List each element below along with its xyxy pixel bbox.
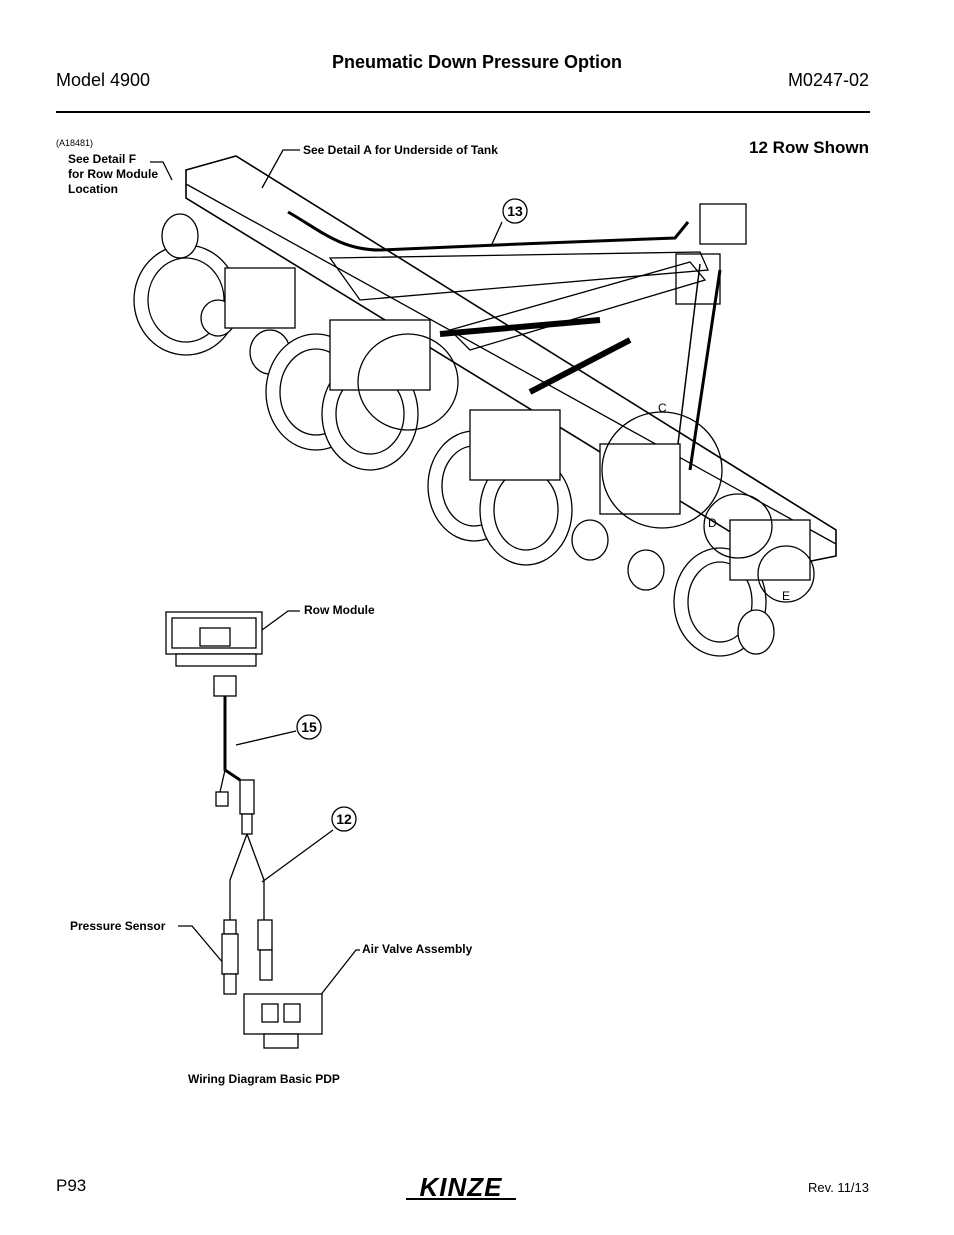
revision-label: Rev. 11/13 [808, 1180, 869, 1195]
detail-letter-d: D [708, 516, 717, 530]
pressure-sensor-unit [221, 919, 239, 995]
row-unit-1 [133, 213, 239, 356]
row-module-label: Row Module [304, 603, 375, 617]
row-unit-6 [673, 519, 811, 657]
detail-circle-d [703, 493, 773, 559]
row-module-unit [165, 611, 263, 667]
wiring-diagram [165, 611, 323, 1049]
row-shown-label: 12 Row Shown [749, 138, 869, 157]
callout-13: 13 [507, 203, 523, 219]
detail-letter-e: E [782, 589, 791, 603]
detail-circle-c [601, 411, 723, 529]
harness-connector [213, 675, 237, 697]
callout-12: 12 [336, 811, 352, 827]
header-rule [56, 111, 870, 113]
detail-circle-b [357, 333, 459, 431]
row-unit-4 [427, 409, 573, 566]
harness-plug [215, 791, 229, 807]
document-number: M0247-02 [787, 70, 869, 90]
svg-text:KINZE: KINZE [420, 1172, 503, 1202]
detail-a-label: See Detail A for Underside of Tank [303, 143, 498, 157]
model-label: Model 4900 [56, 70, 151, 90]
detail-f-line1: See Detail F [68, 152, 137, 166]
page-number: P93 [56, 1176, 87, 1195]
wiring-diagram-caption: Wiring Diagram Basic PDP [188, 1072, 340, 1086]
row-unit-5 [571, 443, 681, 591]
harness-y-connector [239, 779, 255, 815]
row-unit-3 [265, 319, 431, 471]
callout-12-circle [331, 806, 357, 832]
pressure-sensor-label: Pressure Sensor [70, 919, 166, 933]
callout-15: 15 [301, 719, 317, 735]
air-valve-assembly-label: Air Valve Assembly [362, 942, 473, 956]
air-valve-unit [243, 919, 323, 1049]
figure-id: (A18481) [56, 138, 94, 148]
callout-13-circle [502, 198, 528, 224]
detail-f-line3: Location [68, 182, 118, 196]
kinze-logo: KINZE [406, 1172, 516, 1202]
section-title: Pneumatic Down Pressure Option [331, 52, 623, 72]
detail-f-line2: for Row Module [68, 167, 158, 181]
detail-letter-c: C [658, 401, 667, 415]
detail-f-label: See Detail F for Row Module Location [68, 152, 158, 197]
detail-circle-e [757, 545, 815, 603]
callout-15-circle [296, 714, 322, 740]
